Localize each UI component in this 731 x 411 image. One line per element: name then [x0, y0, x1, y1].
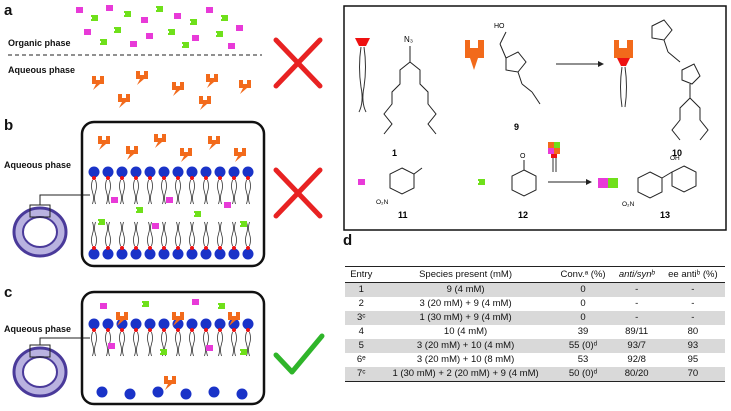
check-icon-c [273, 333, 325, 375]
compound-1-label: 1 [392, 148, 397, 158]
cell-conv: 55 (0)ᵈ [553, 339, 613, 353]
zoom-box-c [80, 290, 266, 406]
cell-ee: 70 [660, 367, 725, 382]
panel-a-catalysts [92, 71, 251, 110]
scheme-box [343, 5, 727, 231]
cell-ratio: 89/11 [625, 326, 649, 337]
icon-13 [598, 178, 618, 188]
cell-conv: 0 [553, 282, 613, 297]
structure-9 [499, 31, 541, 105]
cell-ratio: 80/20 [612, 367, 661, 382]
cell-ee: - [660, 282, 725, 297]
cell-ratio: - [612, 282, 661, 297]
cell-conv: 0 [553, 311, 613, 325]
no2-label-11: O₂N [376, 199, 389, 206]
cell-ee: 95 [687, 354, 699, 365]
cell-species: 1 (30 mM) + 2 (20 mM) + 9 (4 mM) [377, 367, 554, 382]
catalyst-small-icon [548, 142, 560, 172]
cross-icon-b [273, 167, 323, 219]
organic-phase-label: Organic phase [8, 38, 71, 48]
structure-1 [383, 46, 437, 135]
cell-ee: 80 [687, 326, 699, 337]
cell-entry: 2 [358, 298, 364, 309]
panel-label-b: b [4, 117, 14, 134]
aqueous-phase-label-a: Aqueous phase [8, 65, 76, 75]
results-table: Entry Species present (mM) Conv.ᵃ (%) an… [345, 266, 725, 382]
compound-9-label: 9 [514, 122, 519, 132]
lipid-icon-1 [355, 38, 370, 113]
no2-label-13: O₂N [622, 201, 635, 208]
table-row: 5 3 (20 mM) + 10 (4 mM) 55 (0)ᵈ 93/7 93 [345, 339, 725, 353]
compound-10-label: 10 [672, 148, 682, 158]
cell-entry: 4 [358, 326, 364, 337]
cell-ee: - [691, 298, 695, 309]
cell-species: 3 (20 mM) + 9 (4 mM) [419, 298, 512, 309]
vesicle-icon-b [12, 194, 90, 258]
structure-11 [389, 167, 423, 195]
bilayer-b [88, 166, 254, 260]
header-ratio: anti/synᵇ [612, 266, 661, 283]
structure-10 [651, 19, 709, 141]
ho-label-9: HO [494, 23, 505, 30]
table-row: 7ᶜ 1 (30 mM) + 2 (20 mM) + 9 (4 mM) 50 (… [345, 367, 725, 382]
header-conv: Conv.ᵃ (%) [553, 266, 613, 283]
table-header-row: Entry Species present (mM) Conv.ᵃ (%) an… [345, 266, 725, 283]
panel-label-d: d [343, 232, 353, 249]
cell-entry: 6ᵉ [356, 354, 366, 365]
cell-species: 3 (20 mM) + 10 (4 mM) [377, 339, 554, 353]
cell-species: 9 (4 mM) [377, 282, 554, 297]
icon-11 [358, 179, 367, 185]
structure-12 [511, 160, 537, 197]
bilayer-c [88, 299, 254, 400]
compound-11-label: 11 [398, 210, 408, 220]
cell-conv: 0 [580, 298, 586, 309]
header-species: Species present (mM) [377, 266, 554, 283]
panel-label-a: a [4, 2, 13, 19]
cell-ratio: 92/8 [627, 354, 646, 365]
zoom-box-b [80, 120, 266, 268]
panel-label-c: c [4, 284, 13, 301]
arrowhead-2 [586, 179, 592, 185]
catalyst-icon-9 [465, 40, 484, 70]
cell-entry: 7ᶜ [345, 367, 378, 382]
vesicle-icon-c [12, 337, 90, 398]
o-label-12: O [520, 153, 526, 160]
header-entry: Entry [345, 266, 378, 283]
table-row: 6ᵉ 3 (20 mM) + 10 (8 mM) 53 92/8 95 [345, 353, 725, 367]
product-icon-10 [614, 40, 633, 108]
table-row: 4 10 (4 mM) 39 89/11 80 [345, 325, 725, 339]
azide-label: N₃ [404, 35, 413, 44]
compound-12-label: 12 [518, 210, 528, 220]
icon-12 [477, 179, 485, 185]
cell-ratio: - [635, 298, 639, 309]
arrowhead-1 [598, 61, 604, 67]
aqueous-phase-label-b: Aqueous phase [4, 160, 72, 170]
cell-conv: 50 (0)ᵈ [553, 367, 613, 382]
panel-a-molecules [76, 5, 245, 49]
oh-label-13: OH [670, 155, 680, 162]
compound-13-label: 13 [660, 210, 670, 220]
table-row: 1 9 (4 mM) 0 - - [345, 282, 725, 297]
cell-species: 1 (30 mM) + 9 (4 mM) [377, 311, 554, 325]
cross-icon-a [273, 37, 323, 89]
panel-b-catalysts [98, 134, 246, 162]
cell-species: 3 (20 mM) + 10 (8 mM) [416, 354, 515, 365]
header-ee: ee antiᵇ (%) [660, 266, 725, 283]
cell-entry: 5 [345, 339, 378, 353]
cell-ee: 93 [660, 339, 725, 353]
cell-ee: - [660, 311, 725, 325]
structure-13 [637, 165, 697, 199]
cell-entry: 1 [345, 282, 378, 297]
aqueous-phase-label-c: Aqueous phase [4, 324, 72, 334]
cell-ratio: 93/7 [612, 339, 661, 353]
table-row: 3ᶜ 1 (30 mM) + 9 (4 mM) 0 - - [345, 311, 725, 325]
table-row: 2 3 (20 mM) + 9 (4 mM) 0 - - [345, 297, 725, 311]
cell-entry: 3ᶜ [345, 311, 378, 325]
cell-species: 10 (4 mM) [443, 326, 488, 337]
cell-ratio: - [612, 311, 661, 325]
cell-conv: 39 [577, 326, 589, 337]
cell-conv: 53 [577, 354, 589, 365]
